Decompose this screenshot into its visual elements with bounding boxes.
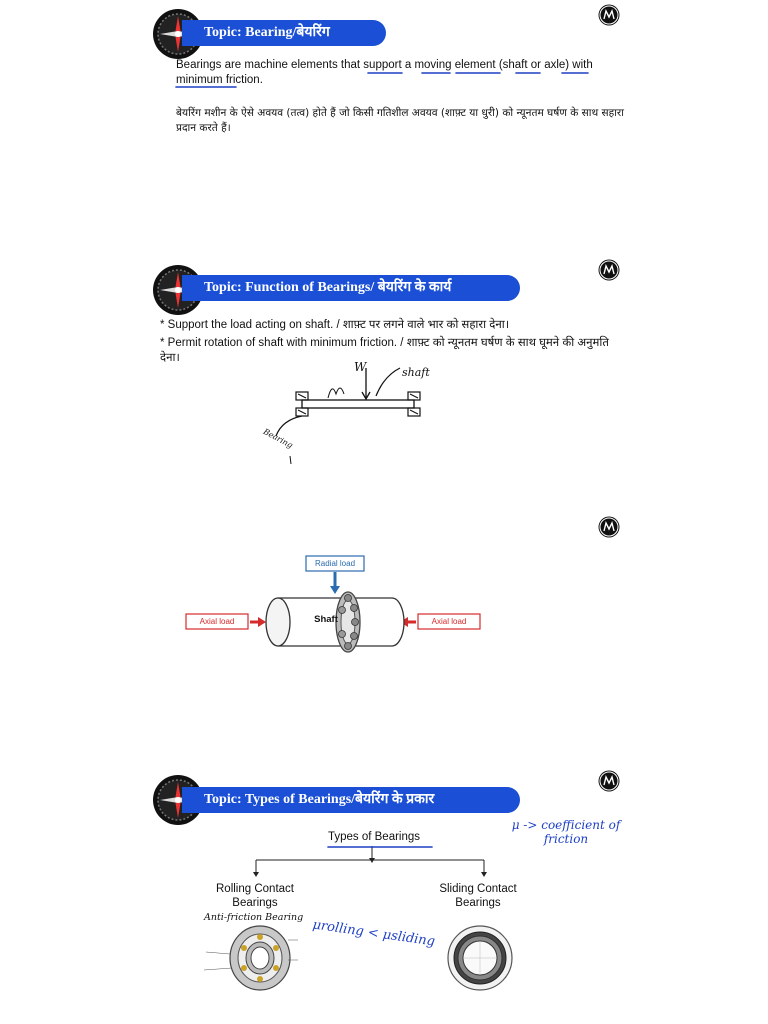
definition-english: Bearings are machine elements that suppo…	[176, 59, 593, 86]
bullet-permit-rotation: * Permit rotation of shaft with minimum …	[160, 337, 609, 364]
radial-load-label: Radial load	[307, 557, 363, 570]
pw-logo-icon	[598, 770, 620, 792]
topic-title: Topic: Function of Bearings/ बेयरिंग के …	[182, 275, 520, 301]
topic-title: Topic: Types of Bearings/बेयरिंग के प्रक…	[182, 787, 520, 813]
definition-hindi: बेयरिंग मशीन के ऐसे अवयव (तत्व) होते हैं…	[176, 107, 624, 134]
bullet-support-load: * Support the load acting on shaft. / शा…	[160, 319, 510, 331]
pw-logo-icon	[598, 259, 620, 281]
axial-load-right-label: Axial load	[419, 615, 479, 628]
tree-root-types-of-bearings: Types of Bearings	[327, 831, 421, 843]
slide-types-of-bearings: Topic: Types of Bearings/बेयरिंग के प्रक…	[0, 768, 768, 1024]
slide-bearing: Topic: Bearing/बेयरिंग Bearings are mach…	[0, 0, 768, 256]
tree-connectors	[253, 846, 487, 877]
pw-logo-icon	[598, 516, 620, 538]
shaft-label: Shaft	[314, 614, 338, 625]
pw-logo-icon	[598, 4, 620, 26]
handwritten-mu-comparison: μrolling < μsliding	[311, 917, 436, 950]
topic-title: Topic: Bearing/बेयरिंग	[182, 20, 386, 46]
shaft-bearing-sketch	[275, 367, 421, 465]
handwritten-underlines	[175, 72, 589, 88]
root-underline	[327, 846, 433, 848]
sketch-load-label: W	[354, 360, 367, 374]
shaft-load-diagram	[185, 555, 481, 653]
slide-function-of-bearings: Topic: Function of Bearings/ बेयरिंग के …	[0, 256, 768, 512]
handwritten-coefficient-note: μ -> coefficient of friction	[511, 818, 621, 846]
slide-loads-on-shaft: Radial load Axial load Axial load Shaft	[0, 512, 768, 768]
tree-child-sliding-contact: Sliding Contact Bearings	[439, 883, 517, 909]
sketch-shaft-label: shaft	[402, 366, 430, 379]
rolling-bearing-image	[203, 925, 298, 991]
handwritten-anti-friction-note: Anti-friction Bearing	[204, 912, 304, 923]
axial-load-left-label: Axial load	[187, 615, 247, 628]
tree-child-rolling-contact: Rolling Contact Bearings	[216, 883, 294, 909]
sliding-bearing-image	[447, 925, 513, 991]
